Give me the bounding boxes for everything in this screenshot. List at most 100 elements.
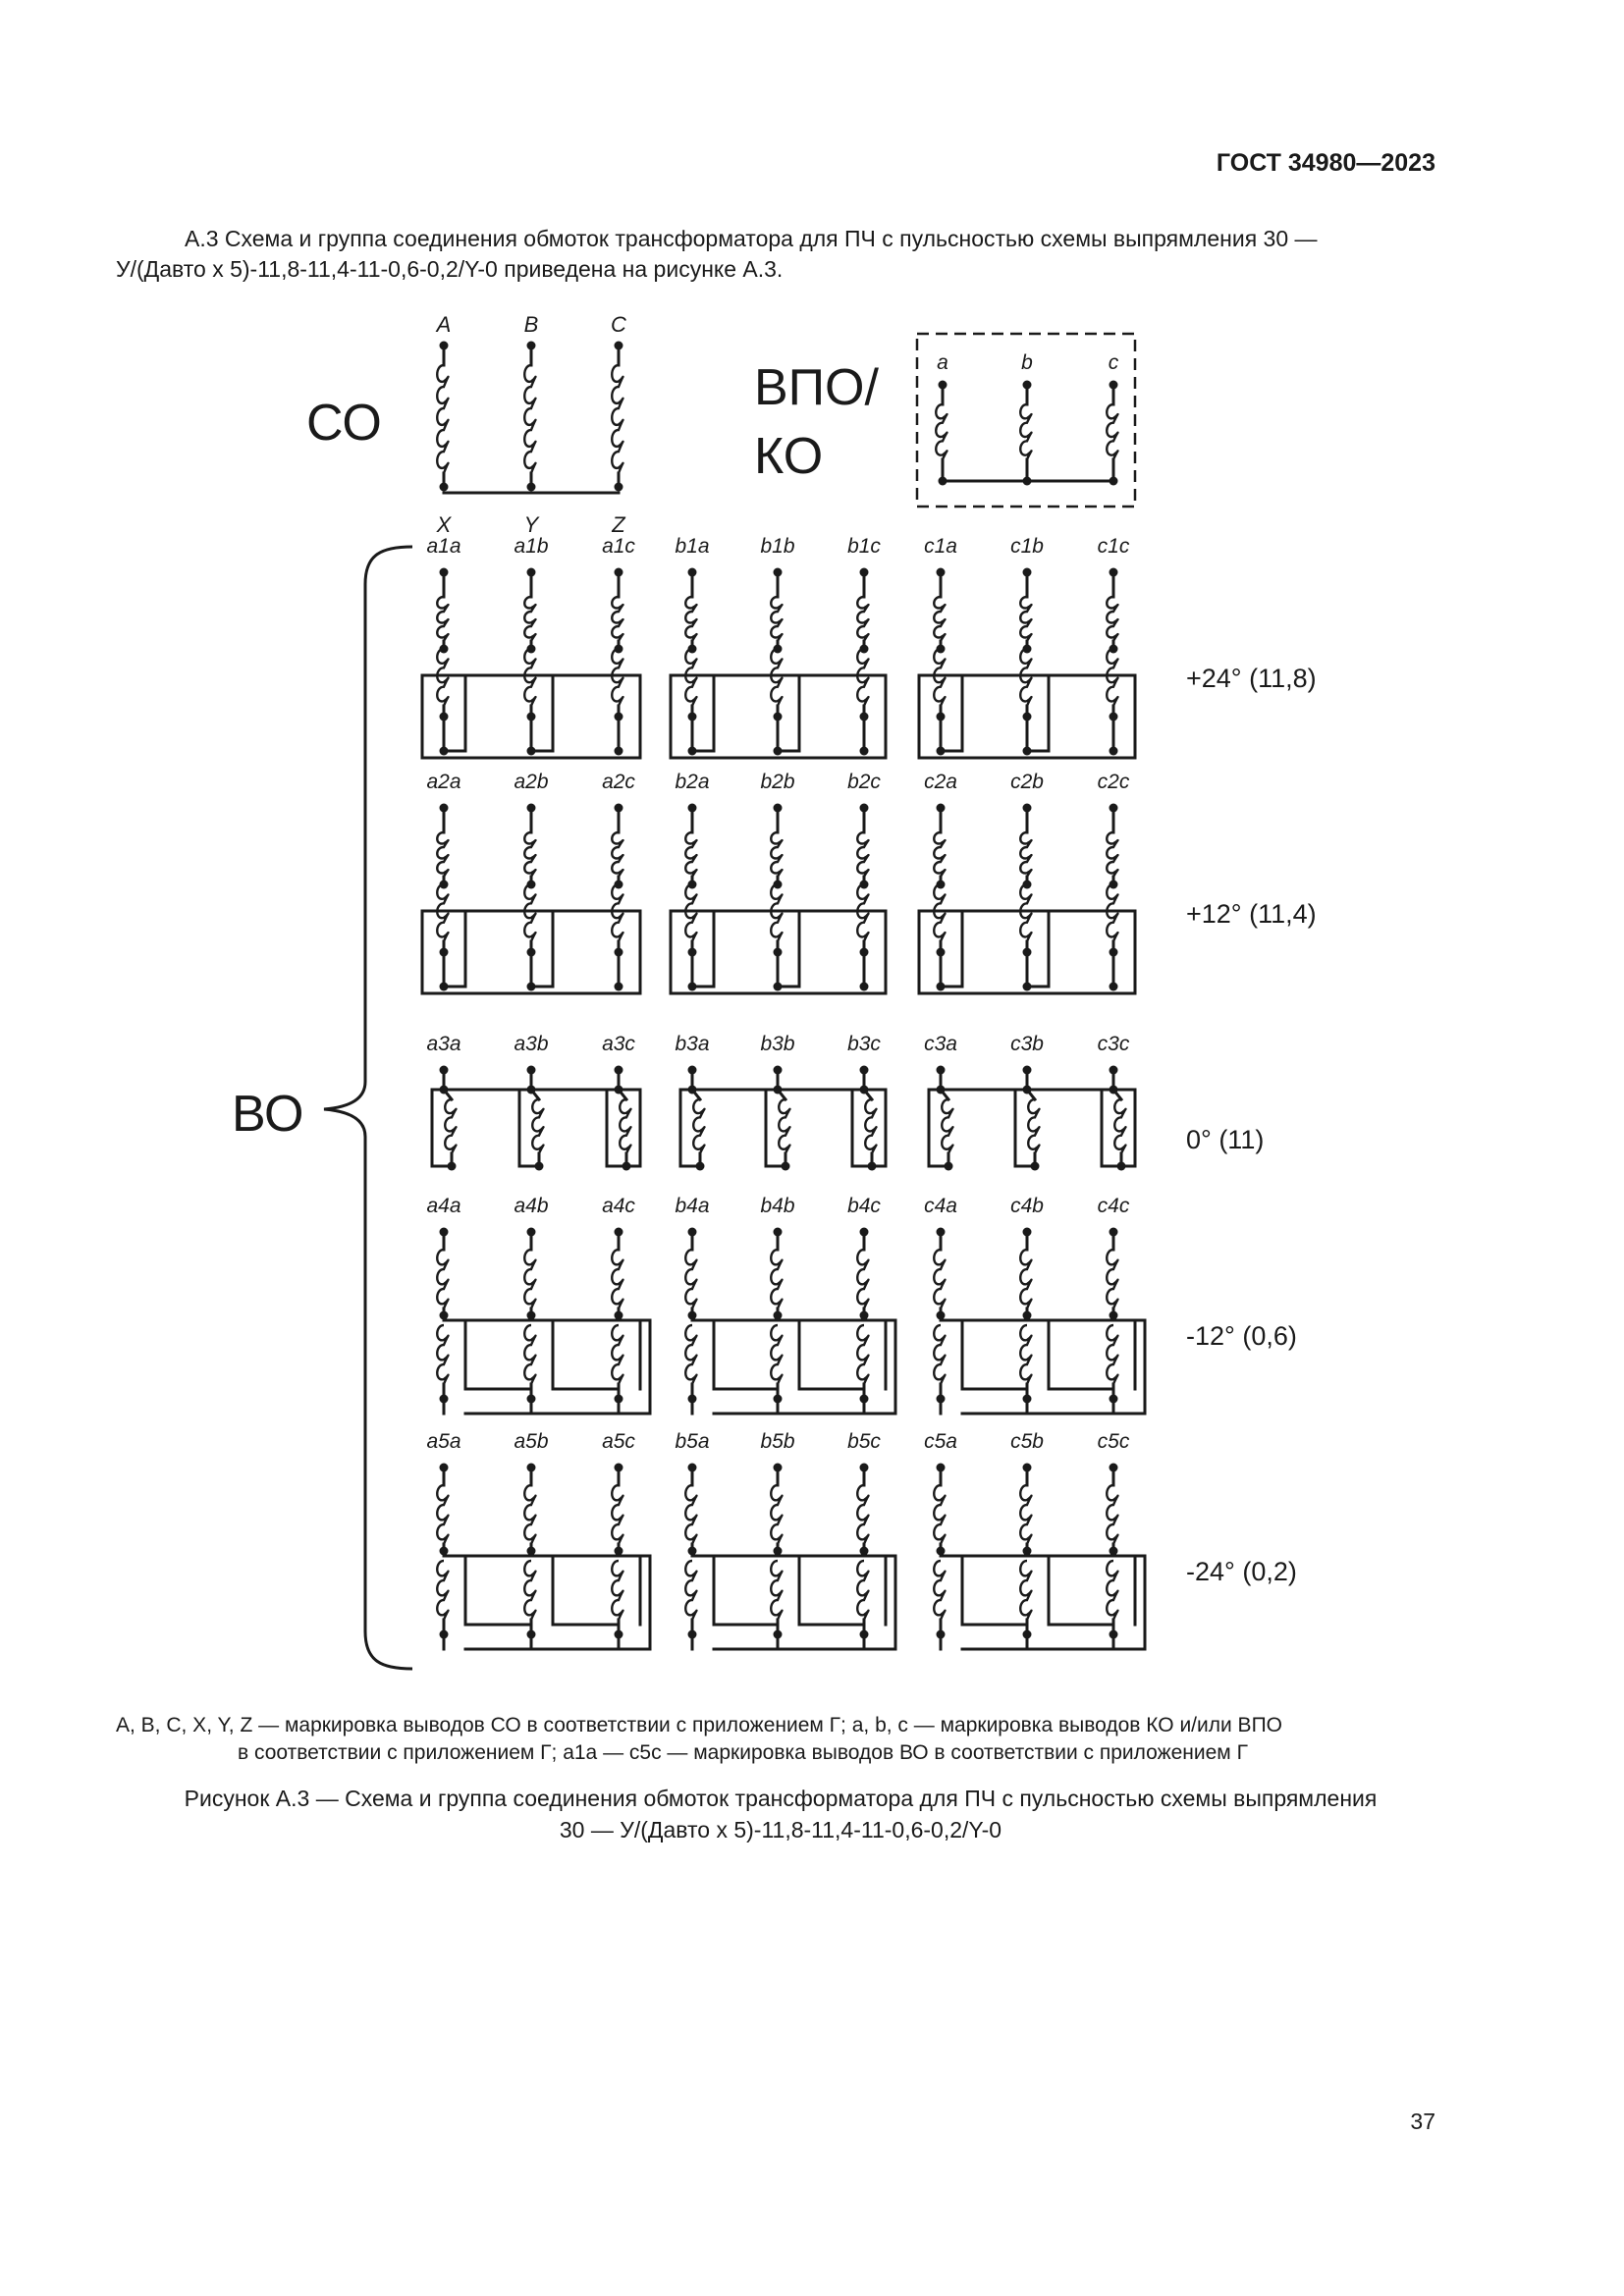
vo-terminal-label: b4a	[675, 1195, 709, 1217]
winding-coil	[1106, 1559, 1119, 1621]
winding-coil	[1019, 647, 1033, 707]
winding-coil	[856, 1559, 870, 1621]
terminal-dot	[439, 1546, 449, 1556]
winding-coil	[684, 1248, 698, 1309]
winding-coil	[611, 647, 624, 707]
co-label: СО	[306, 395, 382, 452]
winding-coil	[1106, 882, 1119, 942]
phase-shift-label: +24° (11,8)	[1186, 664, 1317, 693]
winding-coil	[770, 830, 784, 878]
vo-terminal-label: b2c	[847, 771, 881, 793]
winding-coil	[684, 1323, 698, 1385]
winding-coil	[619, 1097, 632, 1154]
vo-terminal-label: a2a	[426, 771, 460, 793]
terminal-dot	[936, 1546, 946, 1556]
winding-coil	[684, 595, 698, 642]
terminal-dot	[859, 1546, 869, 1556]
winding-coil	[1019, 1559, 1033, 1621]
winding-coil	[1019, 830, 1033, 878]
winding-coil	[1019, 1323, 1033, 1385]
wire	[861, 1087, 875, 1102]
terminal-dot	[859, 1310, 869, 1320]
winding-coil	[436, 363, 450, 474]
legend-line-1: A, B, C, X, Y, Z — маркировка выводов СО…	[116, 1714, 1282, 1736]
vo-terminal-label: a2c	[602, 771, 635, 793]
wire	[616, 1087, 629, 1102]
figure-caption: Рисунок А.3 — Схема и группа соединения …	[108, 1783, 1453, 1845]
phase-shift-label: +12° (11,4)	[1186, 899, 1317, 929]
figure-caption-line-2: 30 — У/(Давто x 5)-11,8-11,4-11-0,6-0,2/…	[559, 1817, 1002, 1842]
terminal-dot	[1109, 982, 1118, 991]
terminal-dot	[773, 1546, 783, 1556]
winding-coil	[935, 402, 948, 460]
winding-coil	[1106, 402, 1119, 460]
terminal-dot	[526, 1546, 536, 1556]
co-terminal-label: Y	[524, 512, 540, 537]
vo-terminal-label: c4b	[1010, 1195, 1044, 1217]
legend-line-2: в соответствии с приложением Г; а1а — с5…	[238, 1741, 1248, 1764]
vo-terminal-label: a3b	[514, 1033, 548, 1055]
vo-terminal-label: c5a	[924, 1430, 957, 1453]
winding-coil	[611, 595, 624, 642]
winding-coil	[770, 882, 784, 942]
terminal-dot	[614, 982, 623, 991]
winding-coil	[436, 595, 450, 642]
terminal-dot	[526, 482, 536, 492]
winding-coil	[1106, 830, 1119, 878]
standard-number: ГОСТ 34980—2023	[1216, 149, 1435, 177]
winding-coil	[933, 1559, 947, 1621]
winding-coil	[778, 1097, 791, 1154]
terminal-dot	[859, 746, 869, 756]
co-terminal-label: B	[524, 312, 539, 337]
wire	[775, 1087, 788, 1102]
winding-coil	[770, 1323, 784, 1385]
winding-coil	[933, 1248, 947, 1309]
terminal-dot	[687, 1310, 697, 1320]
vo-terminal-label: a3a	[426, 1033, 460, 1055]
co-terminal-label: X	[436, 512, 453, 537]
winding-coil	[684, 1559, 698, 1621]
winding-coil	[941, 1097, 954, 1154]
vo-terminal-label: a1c	[602, 535, 635, 558]
winding-coil	[770, 1248, 784, 1309]
winding-coil	[523, 882, 537, 942]
vo-terminal-label: a5c	[602, 1430, 635, 1453]
vo-terminal-label: c2b	[1010, 771, 1044, 793]
vo-terminal-label: b4c	[847, 1195, 881, 1217]
winding-coil	[611, 1323, 624, 1385]
co-terminal-label: C	[611, 312, 626, 337]
winding-coil	[436, 1483, 450, 1545]
vo-terminal-label: c1b	[1010, 535, 1044, 558]
vpo-terminal-label: c	[1109, 351, 1119, 374]
terminal-dot	[773, 1310, 783, 1320]
winding-coil	[770, 1559, 784, 1621]
winding-coil	[856, 1248, 870, 1309]
terminal-dot	[614, 482, 623, 492]
terminal-dot	[859, 982, 869, 991]
terminal-dot	[687, 1546, 697, 1556]
vo-terminal-label: b3a	[675, 1033, 709, 1055]
vo-terminal-label: c4a	[924, 1195, 957, 1217]
vo-terminal-label: b2a	[675, 771, 709, 793]
winding-coil	[864, 1097, 878, 1154]
terminal-dot	[1022, 1546, 1032, 1556]
vo-terminal-label: a5b	[514, 1430, 548, 1453]
winding-coil	[856, 1323, 870, 1385]
winding-coil	[611, 1559, 624, 1621]
vo-terminal-label: a4a	[426, 1195, 460, 1217]
winding-coil	[856, 830, 870, 878]
terminal-dot	[1109, 1546, 1118, 1556]
winding-coil	[611, 363, 624, 474]
winding-coil	[523, 830, 537, 878]
figure-caption-line-1: Рисунок А.3 — Схема и группа соединения …	[184, 1786, 1378, 1811]
vo-terminal-label: c5b	[1010, 1430, 1044, 1453]
winding-coil	[856, 647, 870, 707]
vo-terminal-label: c5c	[1098, 1430, 1130, 1453]
wire	[689, 1087, 703, 1102]
winding-coil	[611, 1248, 624, 1309]
winding-coil	[523, 363, 537, 474]
terminal-dot	[1109, 746, 1118, 756]
winding-coil	[1106, 1323, 1119, 1385]
winding-coil	[436, 647, 450, 707]
